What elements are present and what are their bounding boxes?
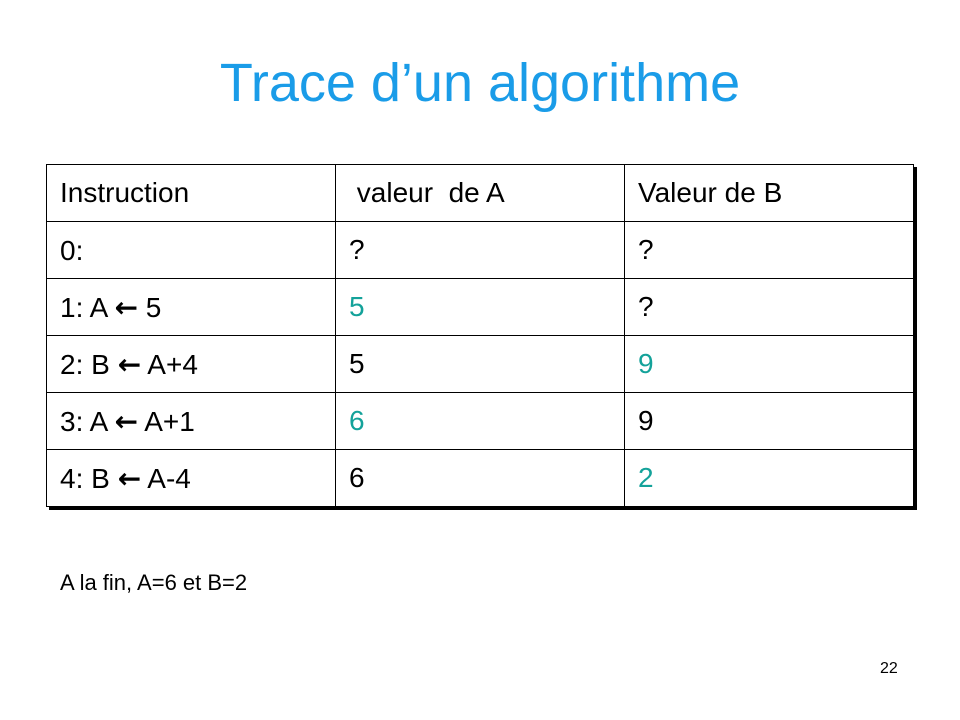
instruction-text: 0: [60, 234, 84, 266]
instruction-cell: 2: B ← A+4 [46, 335, 336, 393]
instruction-expression: 5 [137, 291, 162, 323]
table-row: 2: B ← A+4 5 9 [46, 335, 914, 393]
assign-arrow-icon: ← [114, 404, 138, 438]
instruction-expression: A-4 [141, 462, 191, 494]
value-a-cell: 5 [335, 335, 625, 393]
table-row: 4: B ← A-4 6 2 [46, 449, 914, 507]
assign-arrow-icon: ← [117, 347, 142, 381]
table-header-row: Instruction valeur de A Valeur de B [46, 164, 914, 222]
column-header-instruction: Instruction [46, 164, 336, 222]
value-b-cell: 9 [624, 392, 914, 450]
instruction-text: 1: A [60, 291, 115, 323]
value-a-cell: 6 [335, 392, 625, 450]
table-row: 1: A ← 5 5 ? [46, 278, 914, 336]
value-a-cell: 5 [335, 278, 625, 336]
instruction-cell: 3: A ← A+1 [46, 392, 336, 450]
instruction-text: 3: A [60, 405, 115, 437]
value-b-cell: 9 [624, 335, 914, 393]
instruction-cell: 1: A ← 5 [46, 278, 336, 336]
instruction-expression: A+4 [141, 348, 198, 380]
value-b-cell: 2 [624, 449, 914, 507]
instruction-cell: 4: B ← A-4 [46, 449, 336, 507]
value-a-cell: ? [335, 221, 625, 279]
value-b-cell: ? [624, 278, 914, 336]
assign-arrow-icon: ← [117, 461, 142, 495]
table-row: 0: ? ? [46, 221, 914, 279]
column-header-value-b: Valeur de B [624, 164, 914, 222]
trace-table: Instruction valeur de A Valeur de B 0: ?… [46, 164, 914, 507]
instruction-text: 4: B [60, 462, 118, 494]
conclusion-note: A la fin, A=6 et B=2 [60, 570, 248, 595]
instruction-cell: 0: [46, 221, 336, 279]
value-b-cell: ? [624, 221, 914, 279]
value-a-cell: 6 [335, 449, 625, 507]
assign-arrow-icon: ← [114, 290, 138, 324]
instruction-text: 2: B [60, 348, 118, 380]
slide-title: Trace d’un algorithme [219, 53, 741, 113]
page-number: 22 [880, 660, 898, 677]
table-row: 3: A ← A+1 6 9 [46, 392, 914, 450]
instruction-expression: A+1 [137, 405, 195, 437]
column-header-value-a: valeur de A [335, 164, 625, 222]
